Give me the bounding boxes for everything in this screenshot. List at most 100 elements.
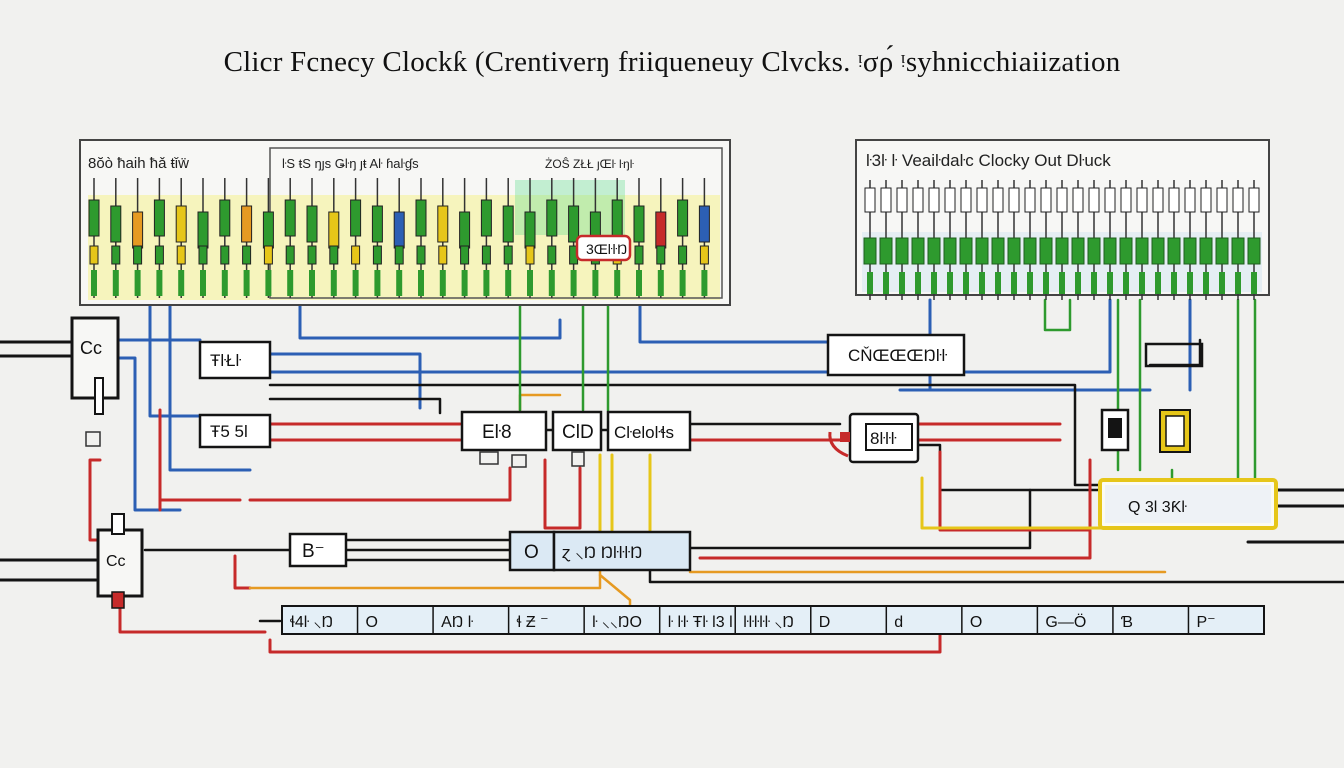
- bus-cell-label: ɬ4ŀ ⸜Ŋ: [290, 614, 333, 631]
- pin-icon: [175, 178, 187, 298]
- mid-block: ɀ ⸜Ŋ ŊŀŀŀŊ: [552, 530, 692, 572]
- pin-icon: [546, 178, 558, 298]
- clock-block: Cŀeloŀɬs: [606, 410, 692, 452]
- diagram-title: Clicr Fcnecy Clockƙ (Crentiverŋ friiquen…: [223, 46, 1121, 78]
- left-panel-header-c: ŻOŜ ZŁŁ ȷŒŀ ŀŋŀ: [545, 156, 634, 171]
- orange-wires: [248, 393, 1167, 612]
- bus-cell-label: ŀ ⸜⸜ŊO: [592, 614, 642, 631]
- left-module-panel: 8ŏò ħaih ħǎ ŧǐẅ ŀS ŧS ŋȷs Ǥŀŋ ȷŧ Aŀ ɦaŀɠ…: [79, 139, 731, 306]
- pin-icon: [1151, 180, 1165, 300]
- mid-label: ɀ ⸜Ŋ ŊŀŀŀŊ: [562, 543, 642, 562]
- bus-cell-label: P⁻: [1196, 614, 1215, 631]
- bus-cell-label: Ɓ: [1121, 614, 1133, 631]
- yellow-wires: [598, 453, 1112, 532]
- red-wires: [88, 408, 1092, 654]
- left-pin-array: [88, 178, 710, 298]
- green-wires: [518, 298, 1257, 492]
- e78-label: Eŀ8: [482, 422, 512, 443]
- register-block: 8ŀŀŀ: [828, 412, 920, 464]
- pin-icon: [197, 178, 209, 298]
- bus-cell-label: G—Ö: [1045, 613, 1086, 631]
- pin-icon: [911, 180, 925, 300]
- pin-icon: [1103, 180, 1117, 300]
- pin-icon: [1119, 180, 1133, 300]
- pin-icon: [1183, 180, 1197, 300]
- pin-icon: [480, 178, 492, 298]
- left-panel-header-a: 8ŏò ħaih ħǎ ŧǐẅ: [88, 155, 189, 172]
- pin-icon: [1135, 180, 1149, 300]
- cc-bottom-label: Cc: [106, 553, 126, 570]
- bus-cell-label: D: [819, 614, 831, 631]
- pin-icon: [1023, 180, 1037, 300]
- q3-label: Q 3Ɩ 3Ƙŀ: [1128, 499, 1187, 516]
- o-label: O: [524, 542, 539, 563]
- left-panel-header-b: ŀS ŧS ŋȷs Ǥŀŋ ȷŧ Aŀ ɦaŀɠs: [282, 156, 419, 171]
- pin-icon: [927, 180, 941, 300]
- pin-icon: [371, 178, 383, 298]
- pin-icon: [959, 180, 973, 300]
- pin-icon: [524, 178, 536, 298]
- pin-icon: [350, 178, 362, 298]
- relay-icon: [1100, 342, 1204, 453]
- bus-cell-label: O: [970, 614, 982, 631]
- bus-cell-label: ŀŀŀŀŀ ⸜Ŋ: [743, 614, 794, 631]
- pin-icon: [502, 178, 514, 298]
- bus-cell-label: d: [894, 614, 903, 631]
- pin-icon: [655, 178, 667, 298]
- pin-icon: [1199, 180, 1213, 300]
- pin-icon: [975, 180, 989, 300]
- b-label: B⁻: [302, 541, 325, 562]
- bus-cell-label: ɬ Ƶ ⁻: [517, 614, 549, 631]
- pin-icon: [633, 178, 645, 298]
- pin-icon: [153, 178, 165, 298]
- cc-bottom-block: Cc: [96, 513, 144, 609]
- pin-icon: [132, 178, 144, 298]
- pin-icon: [1087, 180, 1101, 300]
- pin-icon: [991, 180, 1005, 300]
- bus-cell-label: O: [366, 614, 378, 631]
- pin-icon: [459, 178, 471, 298]
- register-label: 8ŀŀŀ: [870, 429, 897, 448]
- left-panel-badge: 3ŒŀŀŊ: [586, 241, 627, 257]
- blue-wires: [118, 298, 1192, 512]
- e78-block: Eŀ8: [460, 410, 548, 468]
- b-block: B⁻: [288, 532, 348, 568]
- pin-icon: [1167, 180, 1181, 300]
- right-module-panel: ŀ3ŀ ŀ Veaiŀdaŀc Clocky Out Dŀuck: [855, 139, 1270, 300]
- pin-icon: [262, 178, 274, 298]
- clock-label: Cŀeloŀɬs: [614, 423, 674, 442]
- pin-icon: [1215, 180, 1229, 300]
- logic-blocks: Cc ŦŀŁŀ Ŧ5 5Ɩ Eŀ8 ClD Cŀeloŀɬs: [70, 316, 1278, 609]
- cc-top-block: Cc: [70, 316, 120, 447]
- pin-icon: [415, 178, 427, 298]
- pin-icon: [306, 178, 318, 298]
- bus-cell-label: ŀ ŀŀ Ŧŀ Ɩ3 Ɩ: [668, 614, 733, 631]
- o-block: O: [508, 530, 556, 572]
- cid-block: ClD: [551, 410, 603, 467]
- pin-icon: [284, 178, 296, 298]
- wiring: [0, 298, 1344, 654]
- pin-icon: [943, 180, 957, 300]
- pin-icon: [437, 178, 449, 298]
- output-wires: [1246, 488, 1344, 544]
- pin-icon: [110, 178, 122, 298]
- tk-label: ŦŀŁŀ: [210, 351, 242, 370]
- counter-label: CŇŒŒŒŊŀŀ: [848, 346, 948, 365]
- pin-icon: [1247, 180, 1261, 300]
- cid-label: ClD: [562, 422, 594, 443]
- pin-icon: [393, 178, 405, 298]
- pin-icon: [1231, 180, 1245, 300]
- left-panel-badge-frame: [575, 234, 632, 262]
- pin-icon: [1055, 180, 1069, 300]
- tk-block: ŦŀŁŀ: [198, 340, 272, 380]
- counter-block: CŇŒŒŒŊŀŀ: [826, 333, 966, 377]
- pin-icon: [219, 178, 231, 298]
- cc-top-label: Cc: [80, 338, 102, 358]
- pin-icon: [88, 178, 100, 298]
- pin-icon: [895, 180, 909, 300]
- q3-block: Q 3Ɩ 3Ƙŀ: [1098, 478, 1278, 530]
- input-wires: [0, 340, 98, 582]
